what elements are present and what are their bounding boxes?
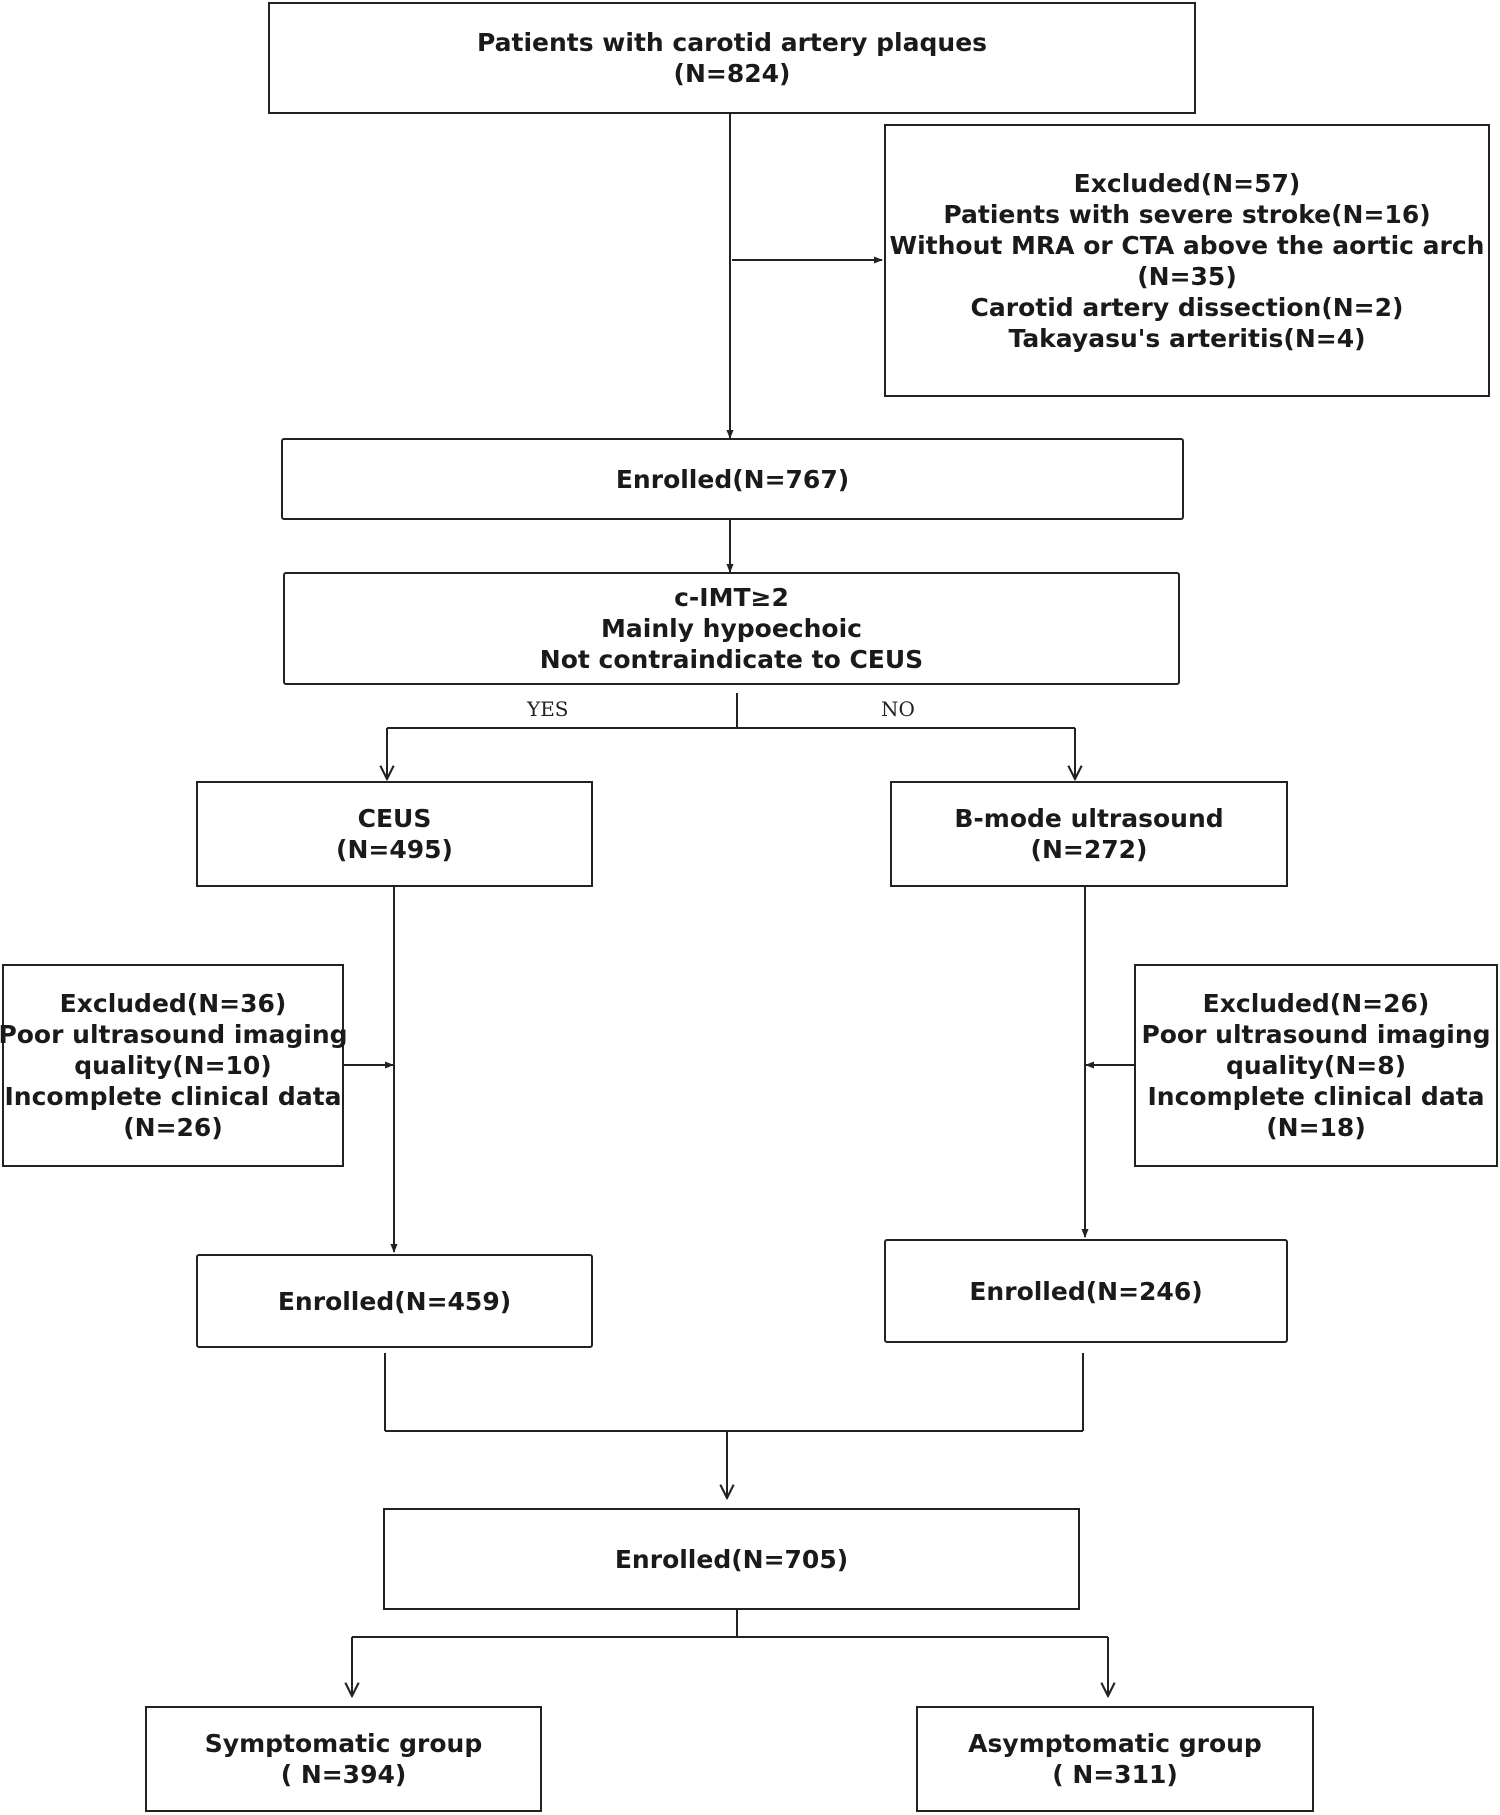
excluded-left-box: Excluded(N=36) Poor ultrasound imaging q… [0, 964, 348, 1167]
enrolled-767-label: Enrolled(N=767) [615, 464, 850, 494]
excluded-left-line: Excluded(N=36) [59, 989, 287, 1018]
criteria-box: c-IMT≥2 Mainly hypoechoic Not contraindi… [283, 572, 1180, 685]
ceus-box: CEUS (N=495) [196, 781, 593, 887]
excluded-left-line: Incomplete clinical data [4, 1082, 342, 1111]
excluded-left-line: (N=26) [123, 1113, 223, 1142]
excluded-top-line: Patients with severe stroke(N=16) [943, 199, 1431, 229]
start-title: Patients with carotid artery plaques [476, 28, 988, 57]
criteria-line: Mainly hypoechoic [601, 614, 862, 643]
start-count: (N=824) [673, 59, 791, 88]
excluded-left-line: Poor ultrasound imaging [0, 1020, 348, 1049]
excluded-top-line: Takayasu's arteritis(N=4) [1008, 323, 1366, 353]
ceus-title: CEUS [357, 804, 432, 833]
excluded-top-box: Excluded(N=57) Patients with severe stro… [884, 124, 1490, 397]
criteria-line: c-IMT≥2 [674, 583, 789, 612]
enrolled-ceus-box: Enrolled(N=459) [196, 1254, 593, 1348]
enrolled-total-label: Enrolled(N=705) [614, 1544, 849, 1574]
excluded-top-line: Excluded(N=57) [1073, 168, 1301, 198]
bmode-box: B-mode ultrasound (N=272) [890, 781, 1288, 887]
symptomatic-title: Symptomatic group [204, 1729, 483, 1758]
enrolled-box-767: Enrolled(N=767) [281, 438, 1184, 520]
symptomatic-box: Symptomatic group ( N=394) [145, 1706, 542, 1812]
enrolled-bmode-label: Enrolled(N=246) [969, 1276, 1203, 1306]
symptomatic-count: ( N=394) [280, 1760, 407, 1789]
enrolled-total-box: Enrolled(N=705) [383, 1508, 1080, 1610]
excluded-top-line: Without MRA or CTA above the aortic arch [889, 230, 1485, 260]
asymptomatic-count: ( N=311) [1052, 1760, 1178, 1789]
ceus-count: (N=495) [336, 835, 453, 864]
bmode-title: B-mode ultrasound [954, 804, 1224, 833]
excluded-right-line: quality(N=8) [1225, 1051, 1407, 1080]
yes-label: YES [527, 697, 569, 721]
excluded-right-line: Incomplete clinical data [1147, 1082, 1485, 1111]
excluded-right-box: Excluded(N=26) Poor ultrasound imaging q… [1134, 964, 1498, 1167]
enrolled-bmode-box: Enrolled(N=246) [884, 1239, 1288, 1343]
excluded-right-line: Poor ultrasound imaging [1141, 1020, 1491, 1049]
start-box: Patients with carotid artery plaques (N=… [268, 2, 1196, 114]
excluded-top-line: Carotid artery dissection(N=2) [970, 292, 1404, 322]
excluded-right-line: Excluded(N=26) [1202, 989, 1430, 1018]
excluded-top-line: (N=35) [1137, 261, 1237, 291]
excluded-left-line: quality(N=10) [74, 1051, 272, 1080]
criteria-line: Not contraindicate to CEUS [539, 645, 924, 674]
no-label: NO [881, 697, 915, 721]
asymptomatic-title: Asymptomatic group [968, 1729, 1262, 1758]
enrolled-ceus-label: Enrolled(N=459) [277, 1286, 512, 1316]
excluded-right-line: (N=18) [1266, 1113, 1366, 1142]
bmode-count: (N=272) [1030, 835, 1148, 864]
asymptomatic-box: Asymptomatic group ( N=311) [916, 1706, 1314, 1812]
